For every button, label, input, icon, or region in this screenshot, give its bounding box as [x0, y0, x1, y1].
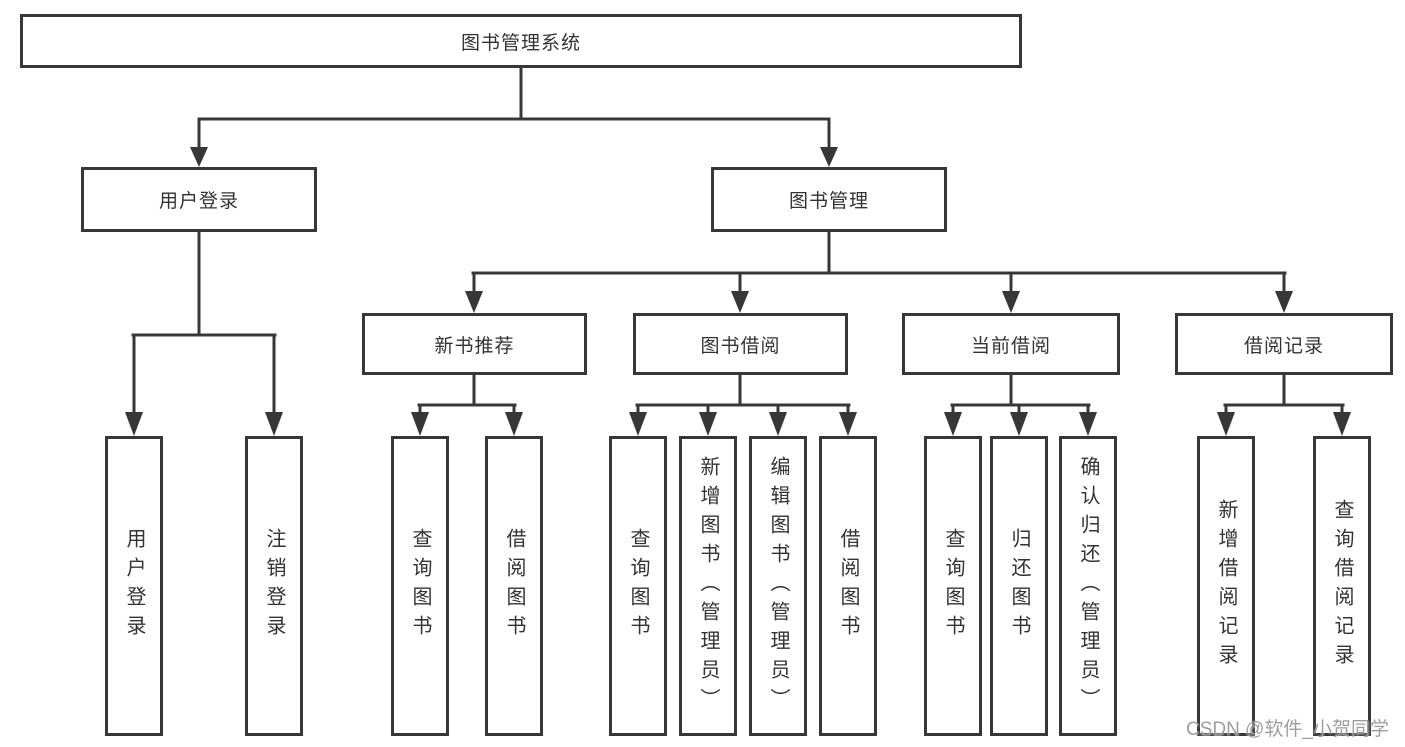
leaf-edit-books-admin-label: 编辑图书（管理员） [767, 455, 789, 717]
node-new-book-recommend-label: 新书推荐 [434, 335, 515, 357]
leaf-query-books-borrow-label: 查询图书 [627, 528, 649, 644]
leaf-borrow-books: 借阅图书 [819, 436, 877, 736]
leaf-logout-label: 注销登录 [263, 528, 285, 644]
leaf-query-borrow-record: 查询借阅记录 [1313, 436, 1371, 736]
leaf-add-borrow-record: 新增借阅记录 [1197, 436, 1255, 736]
leaf-query-books-recommend: 查询图书 [391, 436, 449, 736]
node-current-borrow-label: 当前借阅 [970, 335, 1051, 357]
node-current-borrow: 当前借阅 [902, 313, 1120, 375]
arrowheads [125, 147, 1351, 436]
node-new-book-recommend: 新书推荐 [362, 313, 587, 375]
leaf-query-borrow-record-label: 查询借阅记录 [1331, 499, 1353, 673]
csdn-watermark: CSDN @软件_小贺同学 [1186, 719, 1389, 740]
leaf-query-books-current: 查询图书 [924, 436, 982, 736]
leaf-user-login: 用户登录 [105, 436, 163, 736]
node-book-management-label: 图书管理 [788, 191, 869, 212]
leaf-confirm-return-admin: 确认归还（管理员） [1059, 436, 1117, 736]
leaf-query-books-current-label: 查询图书 [942, 528, 964, 644]
leaf-add-books-admin-label: 新增图书（管理员） [697, 455, 719, 717]
leaf-query-books-borrow: 查询图书 [609, 436, 667, 736]
leaf-return-books-label: 归还图书 [1008, 528, 1030, 644]
leaf-logout: 注销登录 [245, 436, 303, 736]
leaf-confirm-return-admin-label: 确认归还（管理员） [1077, 455, 1099, 717]
node-book-borrow-label: 图书借阅 [700, 335, 781, 357]
leaf-query-books-recommend-label: 查询图书 [409, 528, 431, 644]
node-book-management: 图书管理 [711, 167, 947, 232]
leaf-return-books: 归还图书 [990, 436, 1048, 736]
leaf-add-books-admin: 新增图书（管理员） [679, 436, 737, 736]
leaf-add-borrow-record-label: 新增借阅记录 [1215, 499, 1237, 673]
node-user-login-label: 用户登录 [158, 191, 239, 212]
node-root-label: 图书管理系统 [460, 32, 581, 54]
node-user-login: 用户登录 [81, 167, 317, 232]
leaf-borrow-books-recommend: 借阅图书 [485, 436, 543, 736]
node-borrow-records-label: 借阅记录 [1243, 335, 1324, 357]
node-borrow-records: 借阅记录 [1175, 313, 1393, 375]
node-book-borrow: 图书借阅 [633, 313, 848, 375]
leaf-borrow-books-recommend-label: 借阅图书 [503, 528, 525, 644]
leaf-edit-books-admin: 编辑图书（管理员） [749, 436, 807, 736]
node-root-system: 图书管理系统 [20, 14, 1022, 68]
leaf-borrow-books-label: 借阅图书 [837, 528, 859, 644]
leaf-user-login-label: 用户登录 [123, 528, 145, 644]
